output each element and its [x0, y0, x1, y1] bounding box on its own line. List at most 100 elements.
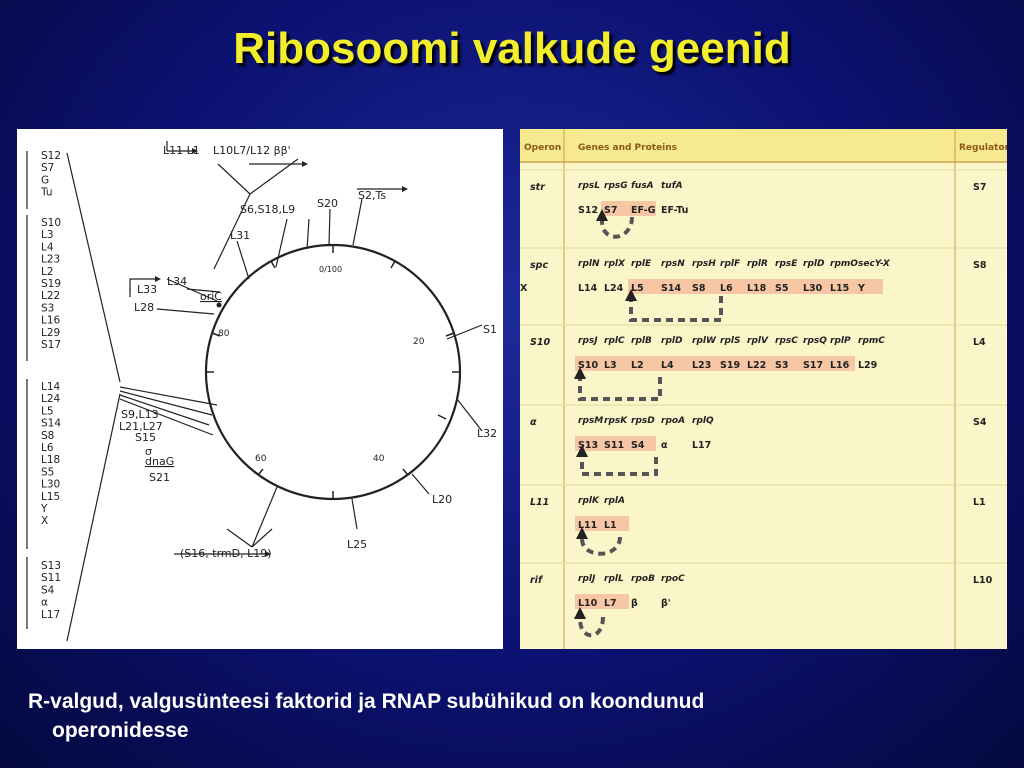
- feedback-arrowhead-3: [576, 445, 588, 457]
- left-gene-2-3: S14: [41, 418, 61, 430]
- protein-name: L5: [631, 283, 644, 294]
- gene-name: rpsG: [604, 181, 628, 191]
- gene-name: rpsL: [578, 181, 600, 191]
- operon-name: rif: [530, 575, 544, 586]
- gene-name: rpmC: [858, 336, 885, 346]
- label-s9l13: S9,L13: [121, 408, 159, 421]
- gene-name: rplF: [720, 259, 741, 269]
- tick-label-0: 0/100: [319, 265, 342, 274]
- left-gene-1-1: L3: [41, 229, 54, 241]
- protein-name: S11: [604, 440, 624, 451]
- feedback-arrowhead-1: [625, 289, 637, 301]
- left-gene-1-10: S17: [41, 339, 61, 351]
- gene-name: rpsK: [604, 416, 628, 426]
- highlight-0: [601, 201, 656, 216]
- operon-name: L11: [530, 497, 549, 508]
- feedback-arrowhead-0: [596, 209, 608, 221]
- protein-name: L11: [578, 520, 597, 531]
- left-gene-2-11: X: [41, 515, 48, 527]
- gene-name: rplN: [578, 259, 600, 269]
- left-gene-3-2: S4: [41, 584, 55, 596]
- highlight-3: [575, 436, 656, 451]
- gene-name: rplB: [631, 336, 652, 346]
- left-gene-1-3: L23: [41, 254, 60, 266]
- left-gene-2-4: S8: [41, 430, 54, 442]
- gene-name: rplD: [803, 259, 825, 269]
- left-gene-1-5: S19: [41, 278, 61, 290]
- gene-name: secY-X: [858, 259, 891, 269]
- highlight-1: [628, 279, 883, 294]
- highlight-4: [575, 516, 629, 531]
- protein-name: L23: [692, 360, 711, 371]
- left-gene-2-10: Y: [40, 503, 48, 515]
- tick-label-60: 60: [255, 454, 267, 464]
- gene-name: rplW: [692, 336, 717, 346]
- chromosome-map: S12S7GTuS10L3L4L23L2S19L22S3L16L29S17L14…: [26, 141, 497, 642]
- gene-name: rplP: [830, 336, 851, 346]
- header-genes: Genes and Proteins: [578, 143, 677, 153]
- feedback-arrows: [574, 209, 723, 638]
- gene-name: rplJ: [578, 574, 596, 584]
- left-gene-3-4: L17: [41, 609, 60, 621]
- header-regulator: Regulator: [959, 143, 1007, 153]
- gene-name: rpoB: [631, 574, 655, 584]
- label-s21: S21: [149, 471, 170, 484]
- protein-name: EF-Tu: [661, 205, 688, 216]
- label-s2ts: S2,Ts: [358, 189, 386, 202]
- bracket-lines: [26, 141, 483, 642]
- protein-name: L2: [631, 360, 644, 371]
- gene-name: rpsQ: [803, 336, 827, 346]
- gene-name: rplK: [578, 496, 600, 506]
- protein-name: L29: [858, 360, 877, 371]
- protein-name: S13: [578, 440, 598, 451]
- protein-name: X: [520, 283, 528, 294]
- label-s16trmd: (S16, trmD, L19): [180, 547, 272, 560]
- protein-name: S8: [692, 283, 706, 294]
- label-oric: oriC: [200, 290, 222, 303]
- protein-name: S14: [661, 283, 681, 294]
- feedback-arrow-5: [578, 616, 605, 638]
- label-l25: L25: [347, 538, 367, 551]
- label-s6s18l9: S6,S18,L9: [240, 203, 295, 216]
- operon-name: spc: [530, 260, 548, 271]
- gene-name: rplS: [720, 336, 740, 346]
- left-gene-2-2: L5: [41, 405, 54, 417]
- left-gene-1-7: S3: [41, 302, 54, 314]
- arrowheads: [155, 148, 408, 557]
- left-gene-2-9: L15: [41, 491, 60, 503]
- gene-name: rpsE: [775, 259, 798, 269]
- feedback-arrowhead-2: [574, 367, 586, 379]
- gene-name: rpmO: [830, 259, 858, 269]
- gene-name: rplQ: [692, 416, 714, 426]
- tick-label-40: 40: [373, 454, 385, 464]
- left-gene-2-6: L18: [41, 454, 60, 466]
- label-l20: L20: [432, 493, 452, 506]
- left-gene-2-7: S5: [41, 466, 54, 478]
- label-l31: L31: [230, 229, 250, 242]
- gene-name: fusA: [631, 181, 654, 191]
- gene-name: rplA: [604, 496, 625, 506]
- gene-name: rplL: [604, 574, 624, 584]
- protein-name: S10: [578, 360, 598, 371]
- gene-name: rplV: [747, 336, 769, 346]
- regulator: S4: [973, 417, 987, 428]
- gene-name: rplE: [631, 259, 652, 269]
- protein-name: S3: [775, 360, 788, 371]
- left-gene-2-5: L6: [41, 442, 54, 454]
- gene-name: rpoA: [661, 416, 685, 426]
- protein-name: L16: [830, 360, 850, 371]
- protein-name: L3: [604, 360, 617, 371]
- feedback-arrow-0: [600, 216, 634, 239]
- protein-name: S4: [631, 440, 645, 451]
- left-gene-groups: S12S7GTuS10L3L4L23L2S19L22S3L16L29S17L14…: [40, 150, 61, 621]
- label-l21l27: L21,L27: [119, 420, 163, 433]
- slide-title: Ribosoomi valkude geenid: [233, 24, 791, 73]
- regulator: S7: [973, 182, 986, 193]
- protein-name: L1: [604, 520, 617, 531]
- operon-name: str: [530, 182, 546, 193]
- gene-name: rplR: [747, 259, 768, 269]
- left-gene-1-8: L16: [41, 315, 61, 327]
- gene-name: rplC: [604, 336, 625, 346]
